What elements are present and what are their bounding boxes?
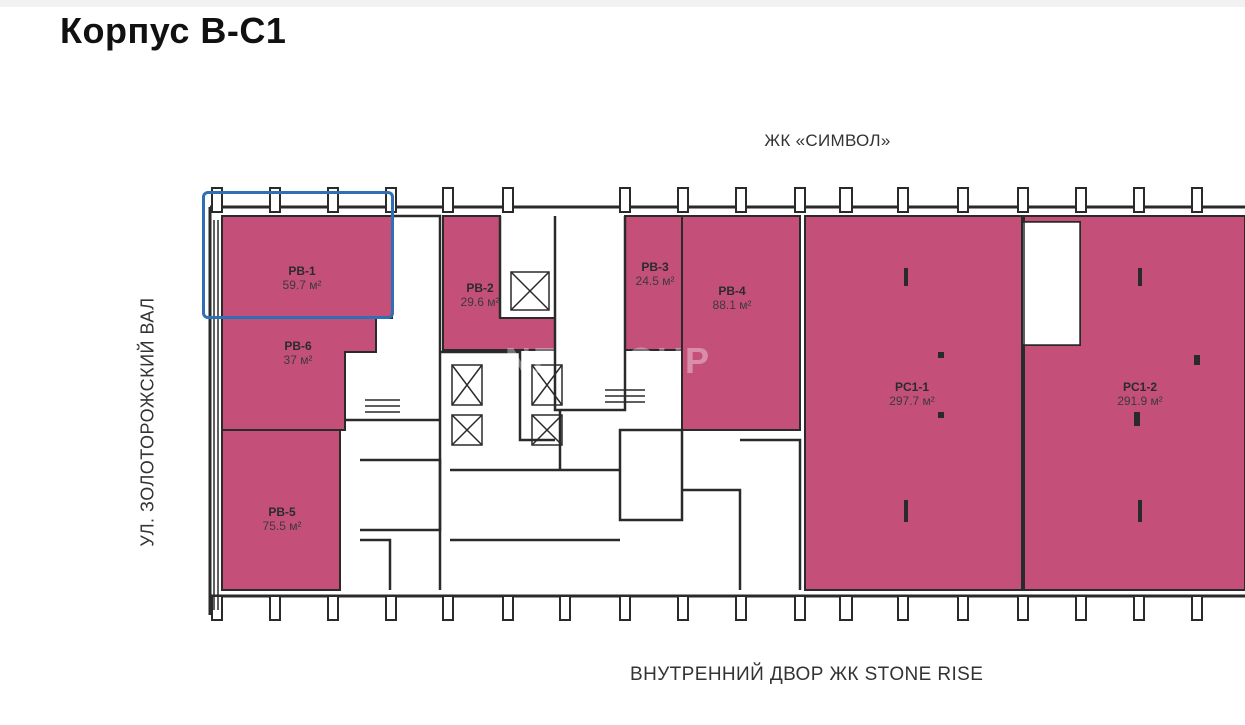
watermark: NF GROUP xyxy=(505,340,712,381)
unit-pb-6[interactable] xyxy=(221,317,377,431)
inner-columns xyxy=(904,268,1200,522)
unit-pb-4[interactable] xyxy=(681,215,801,431)
court-void xyxy=(1023,221,1081,346)
street-label-bottom: ВНУТРЕННИЙ ДВОР ЖК STONE RISE xyxy=(630,664,984,685)
street-label-top: ЖК «СИМВОЛ» xyxy=(764,131,891,150)
unit-pb-5[interactable] xyxy=(221,429,341,591)
building-outline xyxy=(208,205,1245,615)
selected-unit-highlight xyxy=(202,191,394,319)
unit-pb-3[interactable] xyxy=(624,215,683,351)
facade-columns xyxy=(211,187,1203,621)
unit-pb-1[interactable] xyxy=(221,215,393,319)
units-layer xyxy=(221,215,1245,591)
core-elevators xyxy=(365,271,645,446)
core-walls xyxy=(345,214,802,590)
page-title: Корпус B-C1 xyxy=(60,10,287,51)
unit-pc1-1[interactable] xyxy=(804,215,1023,591)
top-strip xyxy=(0,0,1245,7)
left-facade xyxy=(213,220,219,610)
